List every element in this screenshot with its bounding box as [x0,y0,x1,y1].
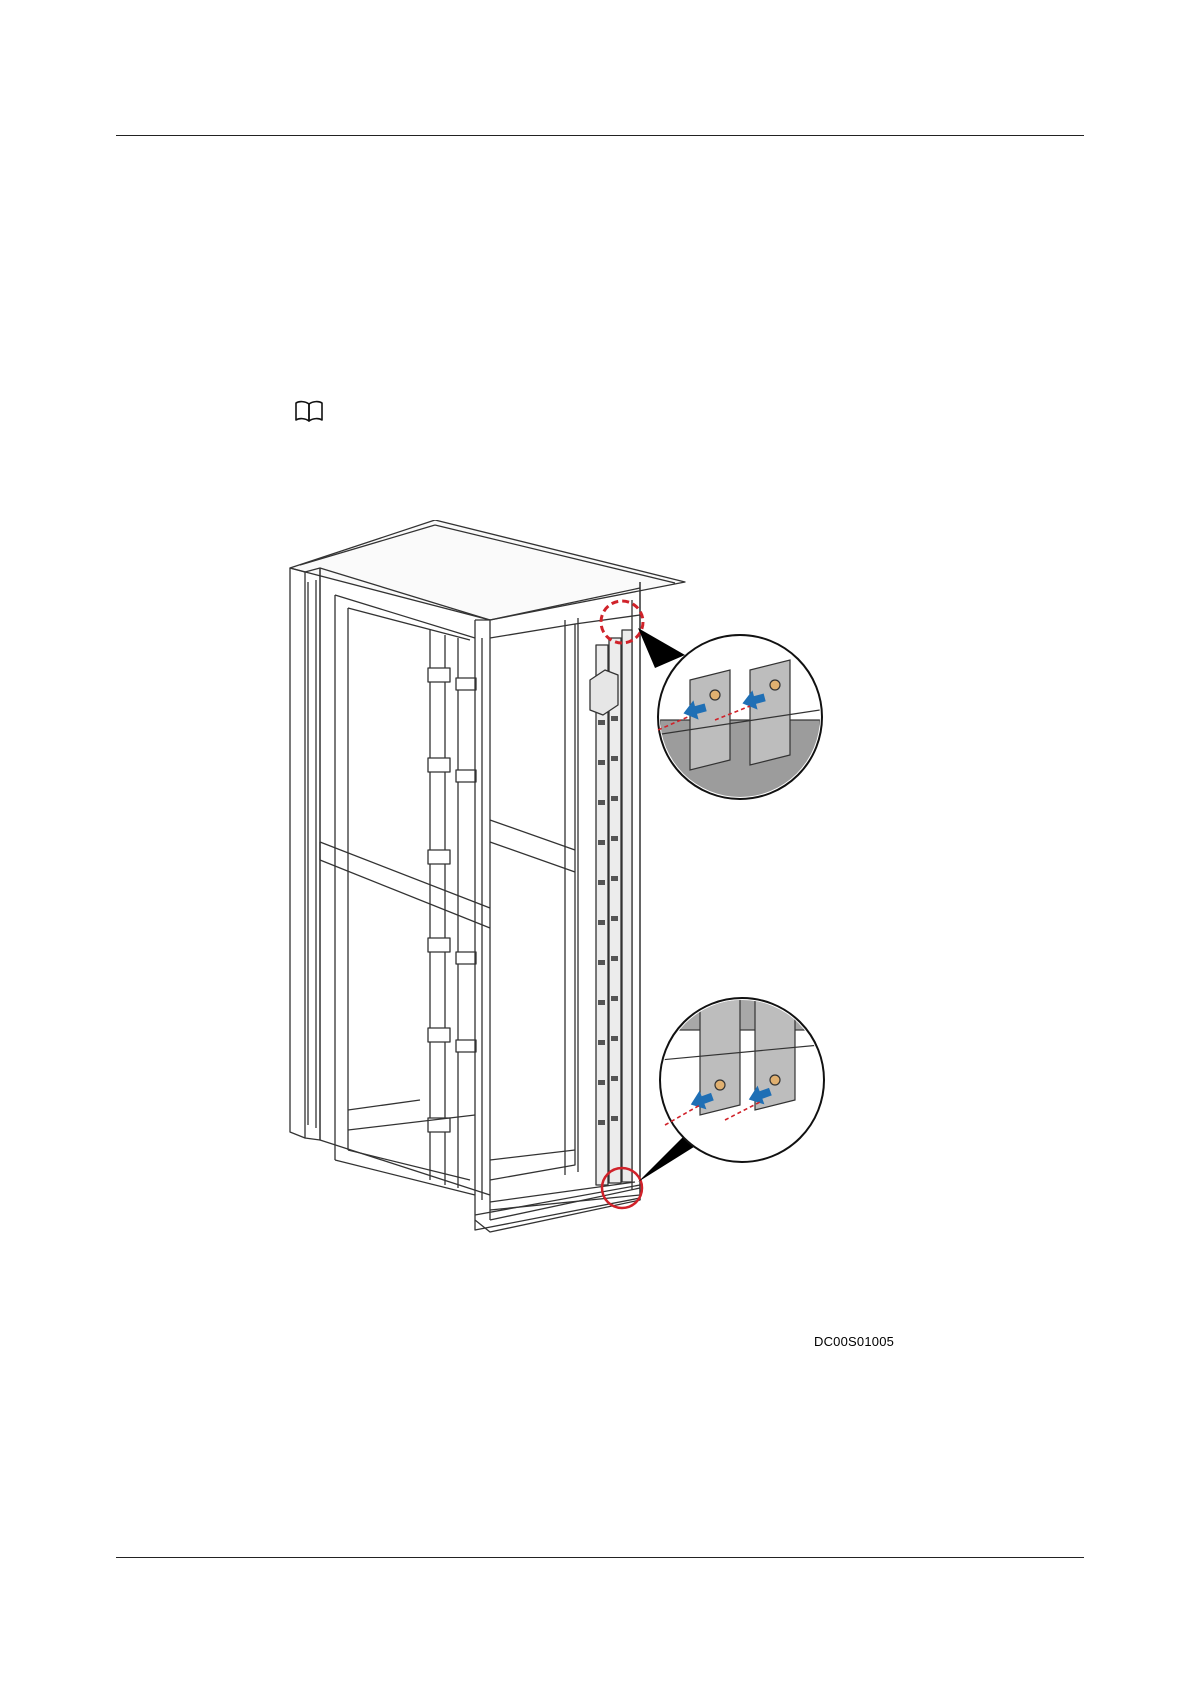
book-icon [294,400,324,422]
footer-rule [116,1557,1084,1558]
bottom-mounting-detail [660,980,824,1162]
cabinet-illustration [260,520,900,1330]
header-rule [116,135,1084,136]
figure [260,520,900,1330]
top-mounting-detail [655,635,822,810]
figure-id: DC00S01005 [814,1334,894,1349]
